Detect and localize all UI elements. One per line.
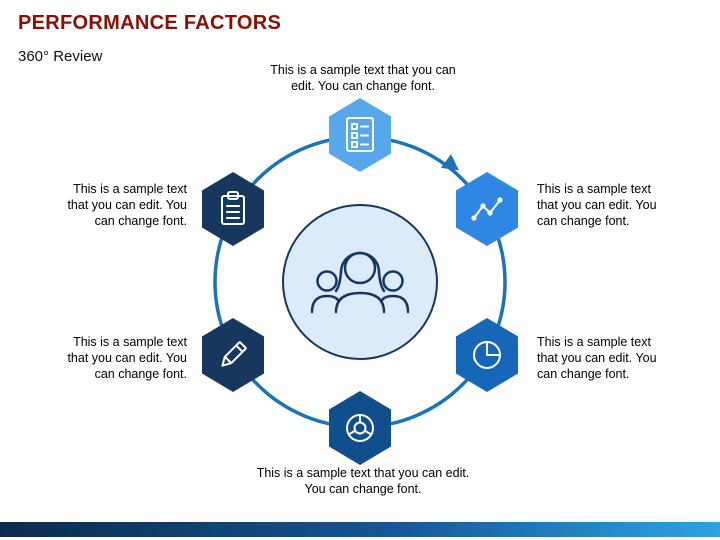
hexagon-bottom [329, 391, 391, 465]
team-icon [310, 251, 410, 314]
donut-chart-icon [346, 414, 374, 442]
hexagon-top [329, 98, 391, 172]
arrow-icon [441, 154, 459, 171]
caption-bottom: This is a sample text that you can edit.… [256, 466, 470, 496]
checklist-icon [346, 117, 374, 152]
caption-top-left: This is a sample text that you can edit.… [67, 182, 187, 228]
pie-chart-icon [473, 341, 501, 369]
pencil-icon [221, 341, 247, 367]
hexagon-bottom-left [202, 318, 264, 392]
footer-accent-bar [0, 522, 720, 537]
slide-subtitle: 360° Review [18, 48, 103, 65]
caption-top: This is a sample text that you can edit.… [270, 63, 456, 93]
caption-bottom-right: This is a sample text that you can edit.… [537, 335, 657, 381]
caption-bottom-left: This is a sample text that you can edit.… [67, 335, 187, 381]
hexagon-top-left [202, 172, 264, 246]
caption-top-right: This is a sample text that you can edit.… [537, 182, 657, 228]
line-chart-icon [471, 197, 503, 221]
slide-title: PERFORMANCE FACTORS [18, 12, 282, 34]
hexagon-bottom-right [456, 318, 518, 392]
hexagon-top-right [456, 172, 518, 246]
clipboard-icon [221, 191, 245, 225]
